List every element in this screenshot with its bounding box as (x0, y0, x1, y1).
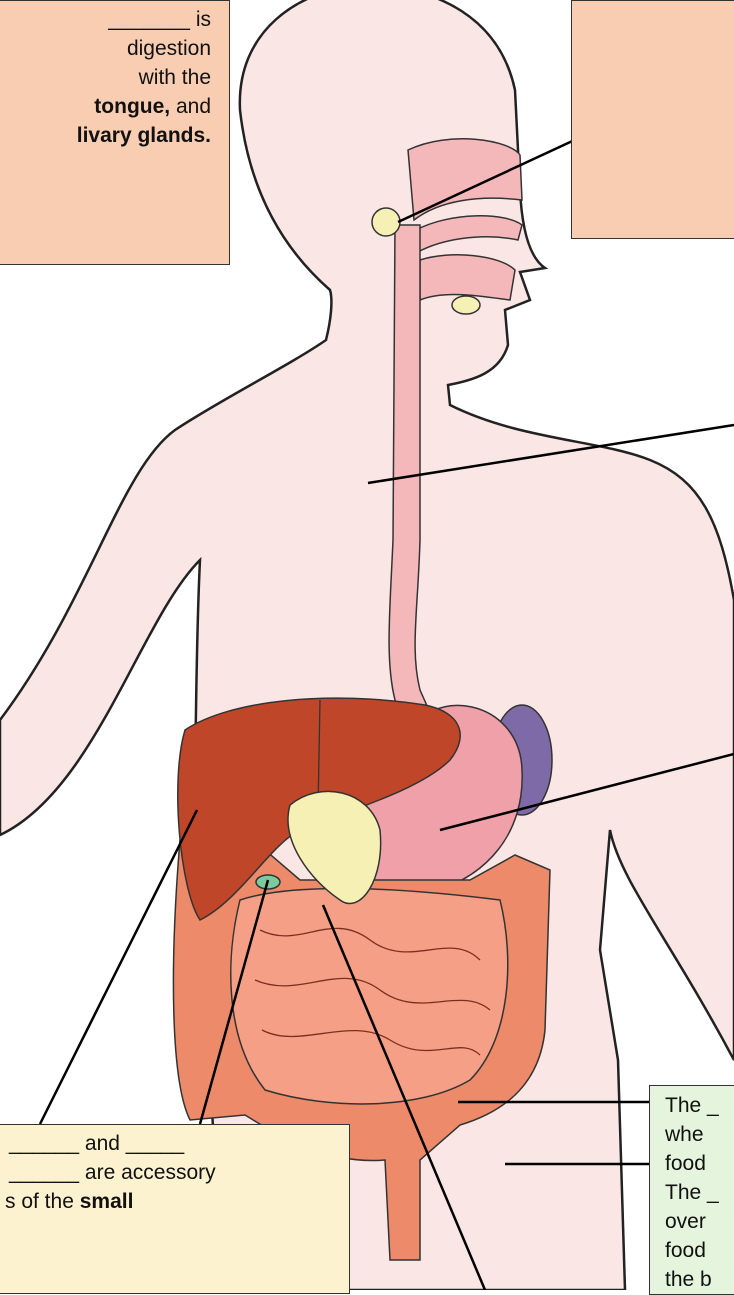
salivary-gland (372, 208, 400, 236)
mouth-line-5: livary glands. (0, 121, 211, 150)
intestine-line-6: food (665, 1236, 734, 1265)
accessory-line-3-bold: small (80, 1190, 134, 1213)
mouth-line-4-plain: and (170, 95, 211, 118)
mouth-label-box: _______ is digestion with the tongue, an… (0, 0, 230, 265)
sublingual-gland (452, 296, 480, 314)
intestine-label-box: The _ whe food The _ over food the b (649, 1085, 734, 1295)
mouth-line-4: tongue, and (0, 92, 211, 121)
mouth-line-2: digestion (0, 34, 211, 63)
accessory-organs-label-box: ______ and _____ ______ are accessory s … (0, 1124, 350, 1294)
mouth-line-4-bold: tongue, (94, 95, 170, 118)
tongue (420, 255, 515, 300)
intestine-line-3: food (665, 1149, 734, 1178)
accessory-line-1: ______ and _____ (5, 1129, 349, 1158)
accessory-line-3: s of the small (5, 1187, 349, 1216)
small-intestine (231, 888, 508, 1103)
intestine-line-5: over (665, 1207, 734, 1236)
accessory-line-2: ______ are accessory (5, 1158, 349, 1187)
mouth-line-3: with the (0, 63, 211, 92)
accessory-line-3-plain: s of the (5, 1190, 80, 1213)
mouth-line-1: _______ is (0, 5, 211, 34)
intestine-line-1: The _ (665, 1091, 734, 1120)
salivary-label-box (571, 0, 734, 239)
intestine-line-4: The _ (665, 1178, 734, 1207)
intestine-line-2: whe (665, 1120, 734, 1149)
